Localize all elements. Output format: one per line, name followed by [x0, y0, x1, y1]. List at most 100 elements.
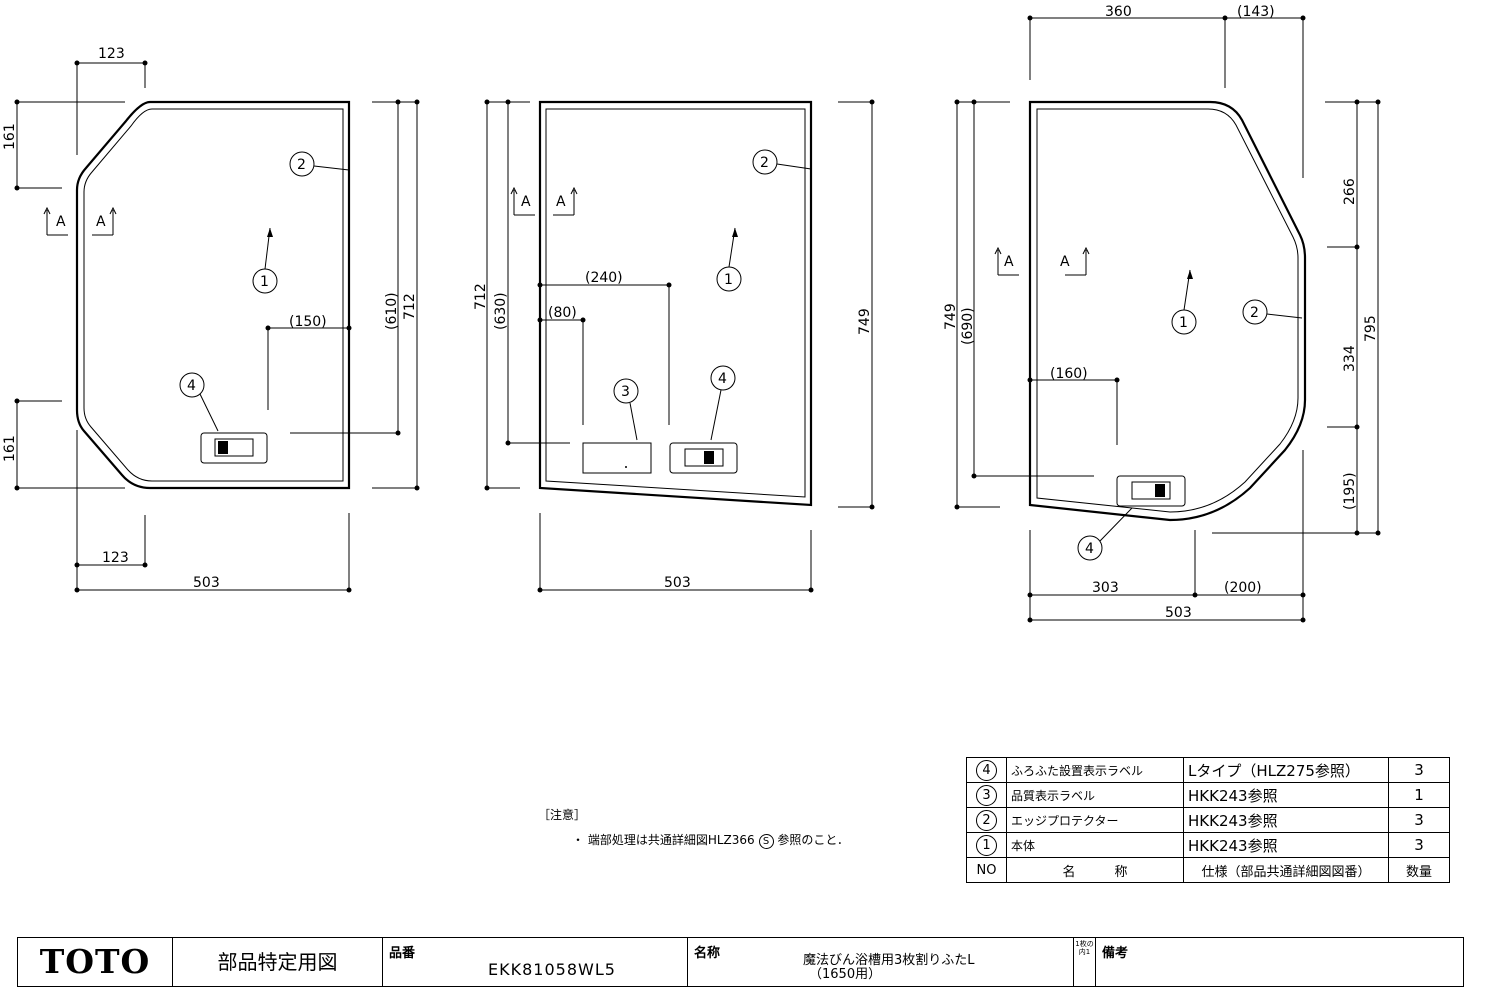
section-mark-right-b: A [1060, 254, 1070, 270]
part-spec: HKK243参照 [1183, 832, 1389, 858]
quality-label [582, 442, 652, 474]
view-left: 123 161 161 123 503 (610) 712 (150) A A … [2, 46, 420, 593]
table-header-row: NO 名 称 仕様（部品共通詳細図図番） 数量 [966, 857, 1450, 883]
section-mark-right-a: A [1004, 254, 1014, 270]
dim-center-inner-height: (630) [493, 292, 509, 330]
table-row: 2 エッジプロテクター HKK243参照 3 [966, 807, 1450, 833]
part-spec: Lタイプ（HLZ275参照） [1183, 757, 1389, 783]
part-no-4: 4 [976, 759, 997, 781]
sheet-count: 1枚の内1 [1074, 938, 1096, 986]
product-name-cell: 名称 魔法びん浴槽用3枚割りふたL （1650用） [688, 938, 1074, 986]
part-number-value: EKK81058WL5 [488, 960, 616, 979]
product-name-label: 名称 [694, 946, 721, 961]
part-name: エッジプロテクター [1006, 807, 1184, 833]
part-qty: 3 [1388, 832, 1450, 858]
header-no: NO [966, 857, 1007, 883]
dim-right-bottom-right: (200) [1224, 580, 1262, 596]
section-mark-left-b: A [96, 214, 106, 230]
dim-left-bottom-chamfer: 123 [102, 550, 129, 566]
balloon-left-2: 2 [297, 157, 306, 173]
lid-inner-edge-left [83, 108, 344, 482]
dim-left-lower-height: 161 [2, 435, 18, 462]
dim-center-height-left: 712 [473, 283, 489, 310]
dim-right-width: 503 [1165, 605, 1192, 621]
dim-right-offset: (160) [1050, 366, 1088, 382]
section-mark-left-a: A [56, 214, 66, 230]
table-row: 3 品質表示ラベル HKK243参照 1 [966, 782, 1450, 808]
dim-right-seg-bottom: (195) [1342, 472, 1358, 510]
section-mark-center-b: A [556, 194, 566, 210]
header-name: 名 称 [1006, 857, 1184, 883]
notes-heading: ［注意］ [538, 808, 587, 822]
dim-left-height: 712 [402, 293, 418, 320]
note-bullet: ・ [572, 833, 585, 847]
part-name: ふろふた設置表示ラベル [1006, 757, 1184, 783]
dim-left-upper-height: 161 [2, 123, 18, 150]
dim-right-inner-height: (690) [960, 307, 976, 345]
lid-outline-left [75, 100, 351, 490]
part-qty: 1 [1388, 782, 1450, 808]
balloon-center-3: 3 [621, 384, 630, 400]
document-type: 部品特定用図 [173, 938, 383, 986]
view-center: 712 (630) 749 503 (240) (80) A A 2 1 3 4 [473, 99, 875, 593]
dim-center-offset-80: (80) [548, 305, 577, 321]
balloon-left-1: 1 [260, 274, 269, 290]
notes-section: ［注意］ ・ 端部処理は共通詳細図HLZ366 S 参照のこと． [538, 806, 849, 849]
remarks-label: 備考 [1102, 946, 1129, 961]
part-name: 品質表示ラベル [1006, 782, 1184, 808]
part-qty: 3 [1388, 807, 1450, 833]
table-row: 1 本体 HKK243参照 3 [966, 832, 1450, 858]
part-spec: HKK243参照 [1183, 782, 1389, 808]
title-block: TOTO 部品特定用図 品番 EKK81058WL5 名称 魔法びん浴槽用3枚割… [17, 937, 1464, 987]
balloon-center-1: 1 [724, 272, 733, 288]
lid-outline-center [538, 100, 813, 507]
dim-right-top-right: (143) [1237, 4, 1275, 20]
remarks-cell: 備考 [1096, 938, 1463, 986]
dim-left-width: 503 [193, 575, 220, 591]
note-line-1: ・ 端部処理は共通詳細図HLZ366 S 参照のこと． [572, 831, 849, 849]
lid-inner-edge-right [1036, 108, 1299, 513]
part-no-2: 2 [976, 809, 997, 831]
table-row: 4 ふろふた設置表示ラベル Lタイプ（HLZ275参照） 3 [966, 757, 1450, 783]
part-no-1: 1 [976, 834, 997, 856]
part-number-cell: 品番 EKK81058WL5 [383, 938, 688, 986]
dim-center-height-right: 749 [857, 308, 873, 335]
product-name-line1: 魔法びん浴槽用3枚割りふたL [803, 953, 975, 968]
section-mark-center-a: A [521, 194, 531, 210]
view-right: 360 (143) 749 (690) 266 334 (195) 795 30… [943, 4, 1381, 623]
part-number-label: 品番 [389, 946, 416, 961]
product-name-value: 魔法びん浴槽用3枚割りふたL （1650用） [803, 954, 975, 982]
dim-center-width: 503 [664, 575, 691, 591]
dim-left-top-chamfer: 123 [98, 46, 125, 62]
dim-right-height-left: 749 [943, 303, 959, 330]
dim-left-inner-height: (610) [384, 292, 400, 330]
balloon-right-2: 2 [1250, 305, 1259, 321]
header-qty: 数量 [1388, 857, 1450, 883]
balloon-right-4: 4 [1085, 541, 1094, 557]
balloon-left-4: 4 [187, 378, 196, 394]
dim-right-bottom-left: 303 [1092, 580, 1119, 596]
s-symbol-icon: S [758, 834, 774, 849]
balloon-right-1: 1 [1179, 315, 1188, 331]
lid-inner-edge-center [545, 108, 806, 498]
product-name-line2: （1650用） [809, 967, 882, 982]
note-text-before: 端部処理は共通詳細図HLZ366 [587, 833, 755, 847]
dim-right-top-left: 360 [1105, 4, 1132, 20]
toto-logo: TOTO [18, 938, 173, 986]
balloon-center-2: 2 [760, 155, 769, 171]
lid-outline-right [1028, 100, 1307, 522]
balloon-center-4: 4 [718, 371, 727, 387]
dim-right-seg-mid: 334 [1342, 345, 1358, 372]
dim-right-height-right: 795 [1363, 315, 1379, 342]
header-spec: 仕様（部品共通詳細図図番） [1183, 857, 1389, 883]
dim-center-offset-240: (240) [585, 270, 623, 286]
note-text-after: 参照のこと． [777, 833, 849, 847]
part-qty: 3 [1388, 757, 1450, 783]
parts-table: 4 ふろふた設置表示ラベル Lタイプ（HLZ275参照） 3 3 品質表示ラベル… [966, 757, 1450, 883]
dim-right-seg-top: 266 [1342, 178, 1358, 205]
part-no-3: 3 [976, 784, 997, 806]
dim-left-offset: (150) [289, 314, 327, 330]
part-name: 本体 [1006, 832, 1184, 858]
part-spec: HKK243参照 [1183, 807, 1389, 833]
